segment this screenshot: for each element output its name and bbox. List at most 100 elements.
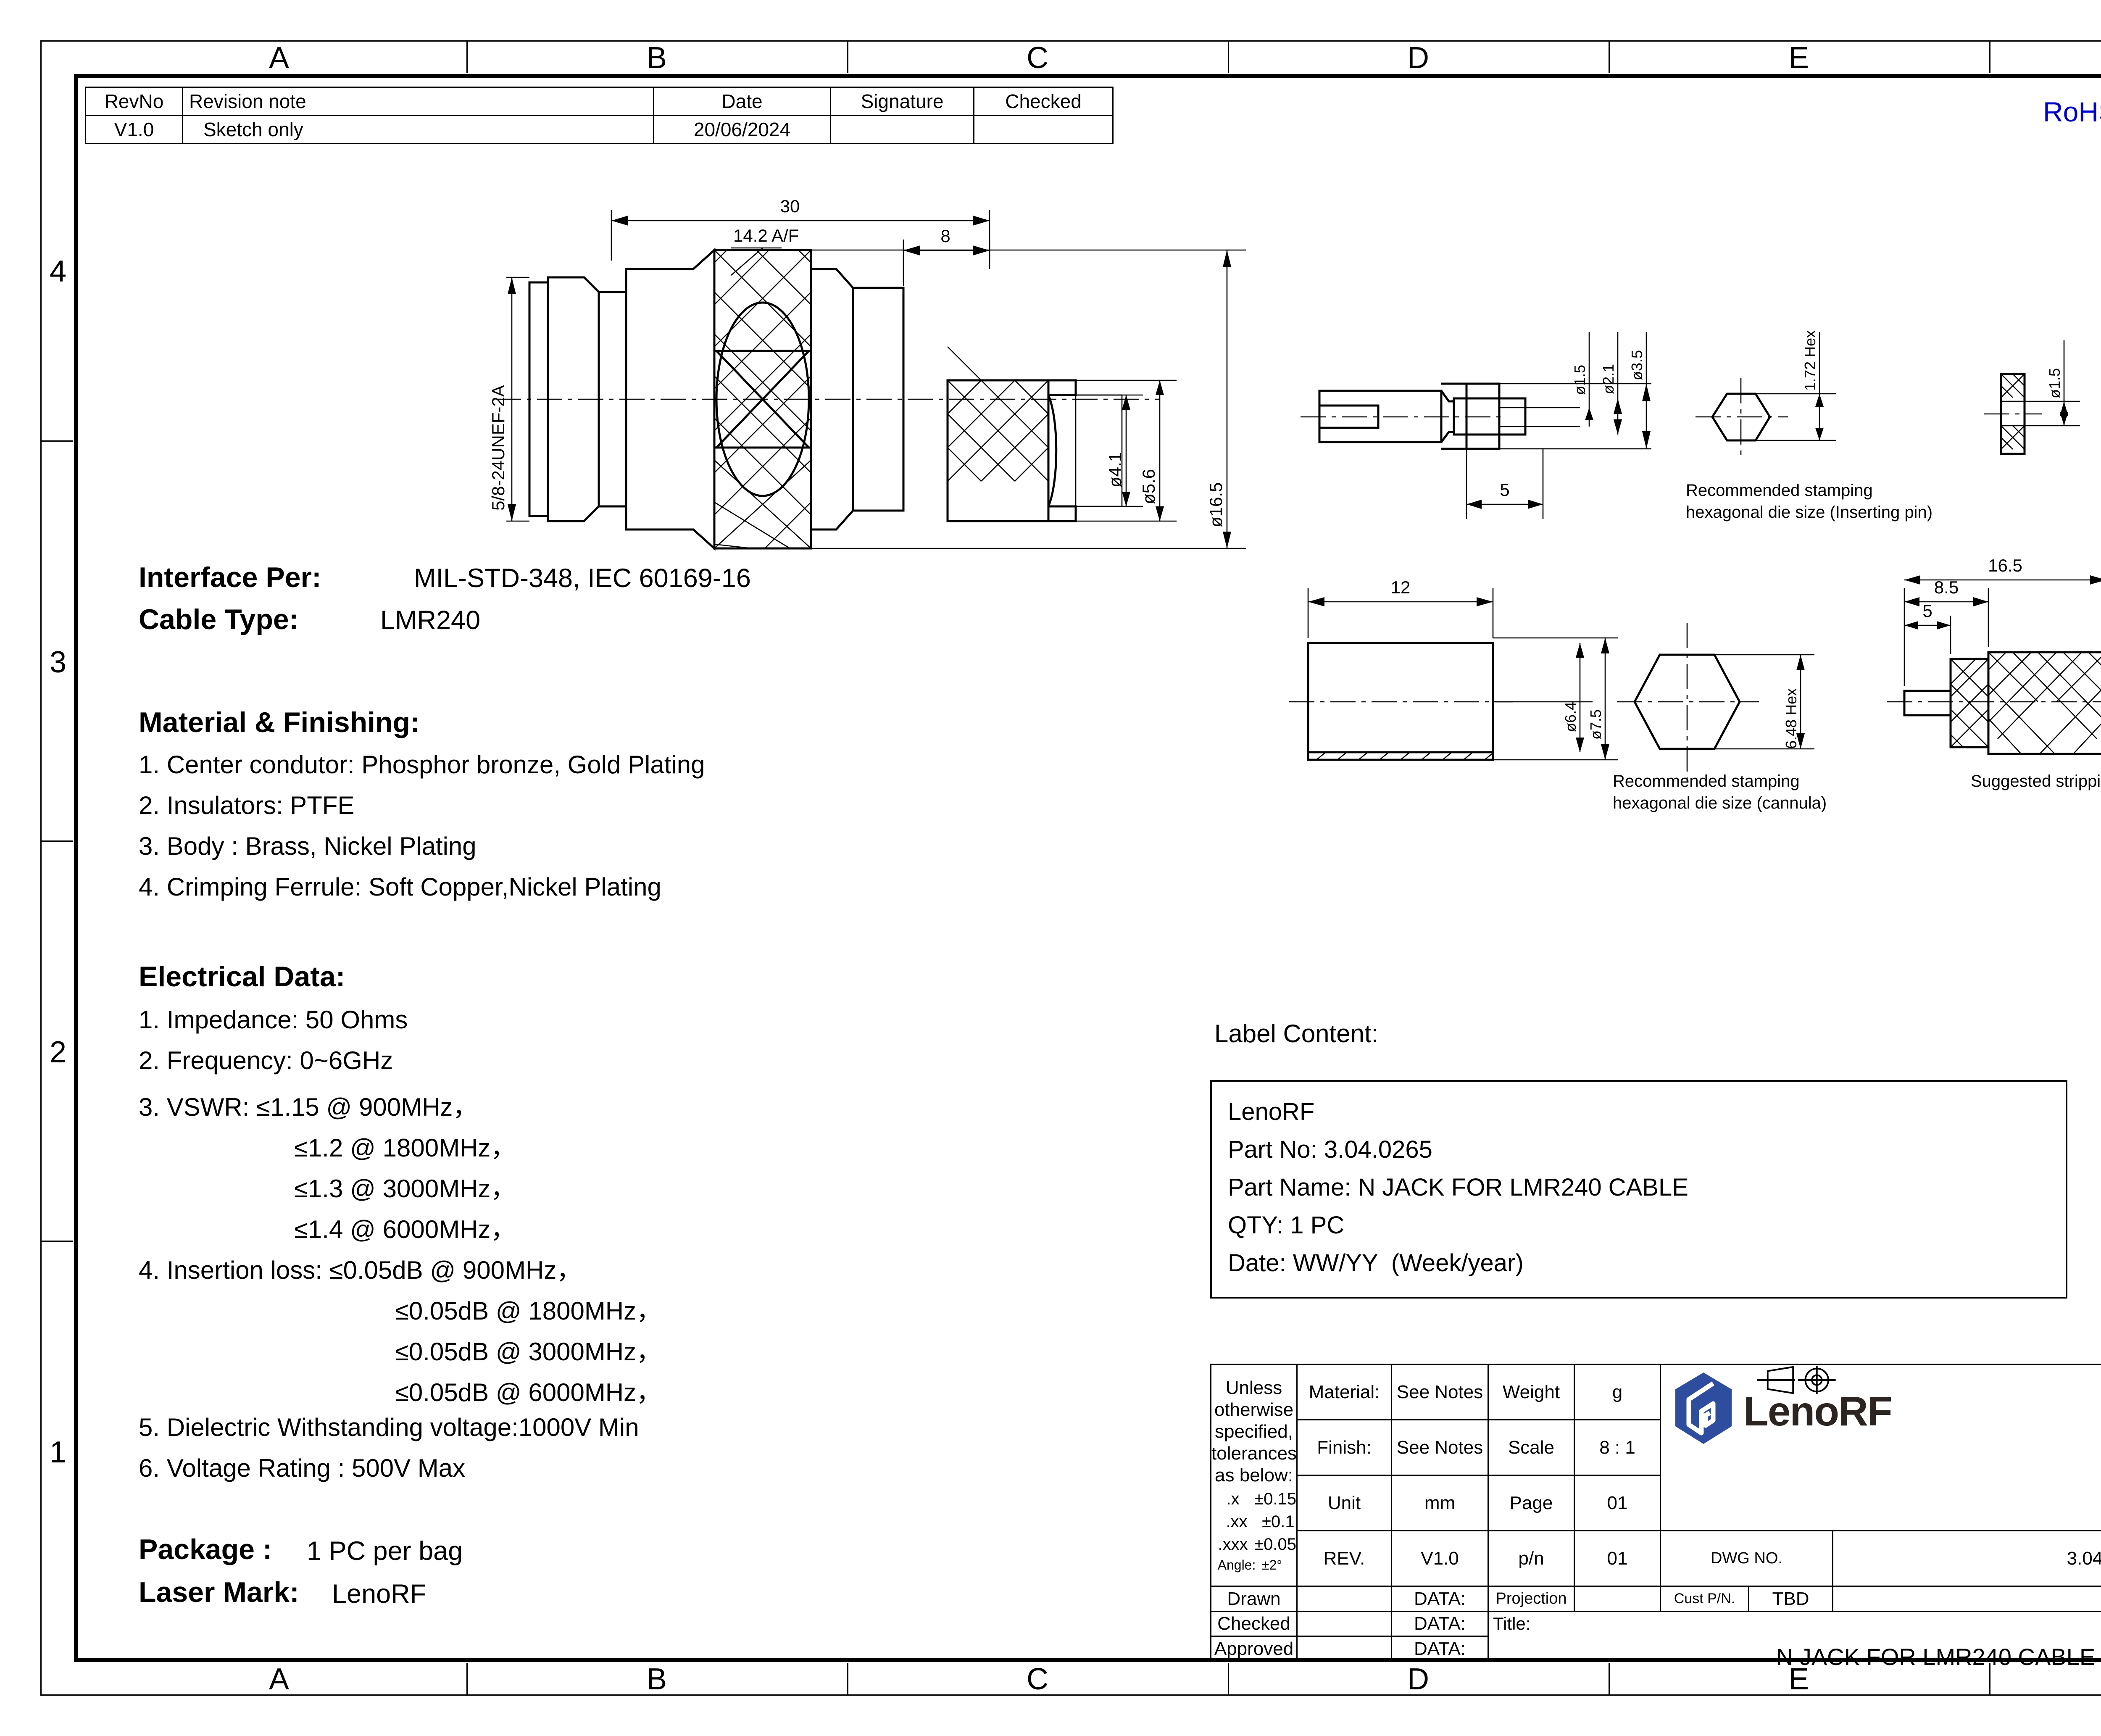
label-page: Page [1488, 1475, 1575, 1532]
rev-header-checked: Checked [973, 87, 1114, 116]
zone-tick [1228, 1663, 1229, 1694]
zone-tick [1609, 42, 1610, 73]
dim-diameter-16-5: ø16.5 [1206, 482, 1226, 527]
dim-ferrule-diameter-6-4: ø6.4 [1562, 702, 1579, 732]
cannula-die-caption-line2: hexagonal die size (cannula) [1613, 794, 1827, 812]
label-projection: Projection [1488, 1586, 1575, 1612]
electrical-item-6: 6. Voltage Rating : 500V Max [139, 1454, 466, 1482]
zone-tick [466, 1663, 468, 1694]
zone-tick [847, 1663, 848, 1694]
tolerance-value-xx: ±0.1 [1262, 1512, 1295, 1531]
zone-label-top-a: A [269, 41, 290, 75]
electrical-heading: Electrical Data: [139, 961, 345, 993]
table-header-row: RevNo Revision note Date Signature Check… [85, 87, 1114, 116]
value-drawn-name[interactable] [1296, 1586, 1392, 1612]
title-row-finish: Finish: See Notes Scale 8 : 1 [1211, 1419, 2101, 1476]
insertion-cont-1: ≤0.05dB @ 1800MHz， [395, 1297, 662, 1325]
dim-pin-diameter-3-5: ø3.5 [1628, 350, 1646, 380]
pin-die-caption-line1: Recommended stamping [1686, 481, 1873, 500]
title-block: Unless otherwise specified, tolerances a… [1210, 1363, 2101, 1670]
cannula-die-caption-line1: Recommended stamping [1613, 772, 1800, 790]
laser-mark-label: Laser Mark: [139, 1576, 299, 1608]
lenorf-logo-icon [1675, 1372, 1732, 1444]
tolerance-note-line1: Unless otherwise specified, [1214, 1378, 1294, 1442]
tolerance-row: .x ±0.15 [1211, 1489, 1296, 1509]
tolerance-key-angle: Angle: [1217, 1557, 1256, 1573]
zone-label-left-1: 1 [49, 1436, 67, 1469]
value-scale: 8 : 1 [1574, 1419, 1661, 1476]
cable-type-value: LMR240 [380, 606, 481, 635]
tolerance-cell: Unless otherwise specified, tolerances a… [1210, 1363, 1298, 1587]
rev-header-revno: RevNo [85, 87, 183, 116]
rev-cell-date: 20/06/2024 [653, 115, 831, 144]
zone-label-bottom-b: B [646, 1662, 667, 1696]
ferrule-detail-view: 12 ø6.4 ø7.5 [1289, 577, 1618, 761]
first-angle-projection-icon [1757, 1366, 1836, 1394]
zone-label-top-c: C [1027, 41, 1048, 75]
dim-diameter-4-1: ø4.1 [1105, 452, 1125, 487]
electrical-item-4-insertion: 4. Insertion loss: ≤0.05dB @ 900MHz， [139, 1256, 582, 1284]
value-approved-name[interactable] [1296, 1636, 1392, 1662]
label-dwg-no: DWG NO. [1660, 1530, 1833, 1587]
vswr-cont-2: ≤1.3 @ 3000MHz， [294, 1175, 516, 1203]
value-rev: V1.0 [1391, 1530, 1489, 1587]
dim-pin-diameter-2-1: ø2.1 [1600, 364, 1617, 394]
dim-pin-hex-1-72: 1.72 Hex [1801, 330, 1819, 391]
label-drawn: Drawn [1210, 1586, 1298, 1612]
electrical-item-2: 2. Frequency: 0~6GHz [139, 1046, 393, 1075]
stripping-caption: Suggested stripping [1971, 772, 2101, 790]
cable-type-label: Cable Type: [139, 603, 299, 635]
title-row-approved: Approved DATA: [1210, 1636, 2101, 1662]
rev-cell-revno: V1.0 [85, 115, 183, 144]
label-content-box: LenoRF Part No: 3.04.0265 Part Name: N J… [1210, 1080, 2067, 1299]
zone-label-left-2: 2 [49, 1035, 67, 1069]
rev-header-signature: Signature [830, 87, 974, 116]
rev-cell-note: Sketch only [182, 115, 654, 144]
electrical-item-5: 5. Dielectric Withstanding voltage:1000V… [139, 1413, 639, 1441]
vswr-cont-3: ≤1.4 @ 6000MHz， [294, 1215, 516, 1243]
projection-symbol-cell [1574, 1366, 1836, 1612]
dim-ferrule-length: 8 [940, 226, 950, 246]
interface-value: MIL-STD-348, IEC 60169-16 [414, 564, 751, 593]
value-finish: See Notes [1391, 1419, 1489, 1476]
label-line-4: QTY: 1 PC [1228, 1212, 1345, 1239]
title-row-drawn: Drawn DATA: Projection Cust P/N. TBD [1210, 1366, 2101, 1612]
label-approved: Approved [1210, 1636, 1298, 1662]
package-value: 1 PC per bag [307, 1536, 463, 1566]
zone-label-top-b: B [646, 41, 667, 75]
zone-tick [42, 840, 73, 842]
dim-hex-af: 14.2 A/F [733, 226, 799, 245]
label-weight: Weight [1488, 1363, 1575, 1421]
material-heading: Material & Finishing: [139, 706, 420, 738]
pin-section-view: ø1.5 [1984, 340, 2080, 455]
value-dwg-no: 3.04.0265 [1832, 1530, 2101, 1587]
rev-cell-checked [973, 115, 1114, 144]
label-material: Material: [1296, 1363, 1392, 1421]
zone-label-left-3: 3 [49, 645, 67, 679]
table-row: V1.0 Sketch only 20/06/2024 [85, 115, 1114, 144]
dim-thread-spec: 5/8-24UNEF-2A [488, 385, 508, 511]
pin-die-caption-line2: hexagonal die size (Inserting pin) [1686, 503, 1932, 522]
pin-detail-view: ø1.5 ø2.1 ø3.5 5 [1301, 332, 1651, 519]
tolerance-note-line2: tolerances as below: [1211, 1443, 1297, 1486]
label-approved-data: DATA: [1391, 1636, 1489, 1662]
tolerance-row: .xx ±0.1 [1211, 1512, 1296, 1532]
insertion-cont-3: ≤0.05dB @ 6000MHz， [395, 1378, 662, 1407]
title-cell: Title: N JACK FOR LMR240 CABLE [1488, 1610, 2101, 1670]
label-checked: Checked [1210, 1610, 1298, 1637]
label-line-2: Part No: 3.04.0265 [1228, 1136, 1432, 1163]
value-weight: g [1574, 1363, 1661, 1421]
zone-tick [466, 42, 468, 73]
dim-pin-diameter-1-5: ø1.5 [1571, 365, 1588, 395]
label-checked-data: DATA: [1391, 1610, 1489, 1637]
label-title: Title: [1493, 1613, 1531, 1633]
insertion-cont-2: ≤0.05dB @ 3000MHz， [395, 1338, 662, 1366]
dim-ferrule-diameter-7-5: ø7.5 [1587, 709, 1604, 740]
label-content-heading: Label Content: [1214, 1019, 1379, 1048]
value-checked-name[interactable] [1296, 1610, 1392, 1637]
zone-label-top-d: D [1407, 41, 1429, 75]
zone-tick [1989, 1663, 1990, 1694]
tolerance-value-angle: ±2° [1262, 1557, 1282, 1573]
electrical-item-1: 1. Impedance: 50 Ohms [139, 1006, 408, 1034]
